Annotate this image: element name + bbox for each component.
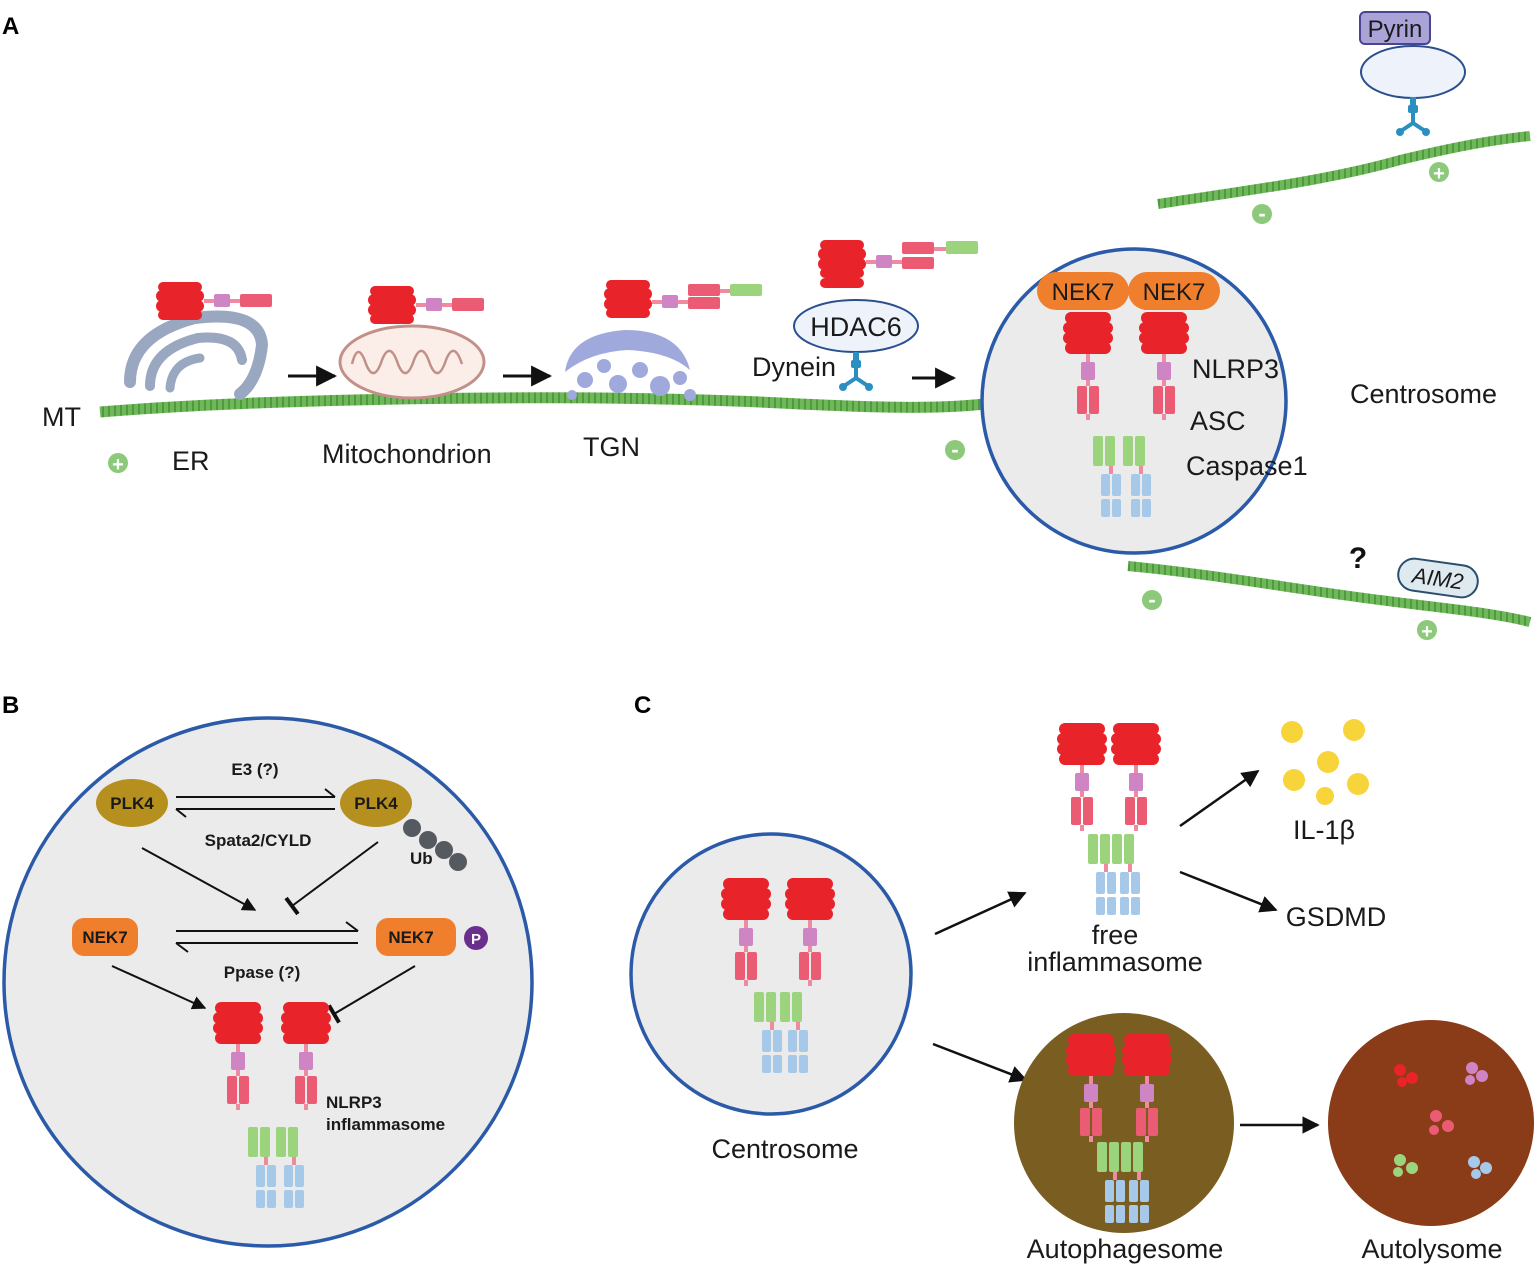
plus-sign-lower: + bbox=[1421, 621, 1433, 643]
free-label-1: free bbox=[1092, 920, 1139, 950]
nek7-label-left: NEK7 bbox=[1052, 279, 1115, 306]
mitochondrion-icon bbox=[338, 324, 486, 400]
panel-label-b: B bbox=[2, 692, 19, 719]
il1b-icon bbox=[1281, 719, 1369, 805]
er-label: ER bbox=[172, 446, 210, 476]
er-icon bbox=[124, 310, 269, 400]
nek7-badge-right bbox=[1128, 272, 1220, 310]
arrow-to-gsdmd bbox=[1179, 870, 1278, 913]
nlrp3-label: NLRP3 bbox=[1192, 354, 1279, 384]
nlrp3-tgn-icon bbox=[604, 280, 762, 318]
il1b-label: IL-1β bbox=[1293, 815, 1355, 845]
e3-label: E3 (?) bbox=[231, 760, 278, 779]
nlrp3-mito-icon bbox=[368, 286, 484, 324]
plus-end-icon-upper bbox=[1429, 162, 1449, 182]
nlrp3-hdac6-icon bbox=[818, 240, 978, 288]
minus-sign: - bbox=[951, 437, 958, 462]
nlrp3-er-icon bbox=[156, 282, 272, 320]
ub-label: Ub bbox=[410, 849, 433, 868]
inhibit-ub-plk4 bbox=[284, 841, 379, 916]
nlrp3-b-label-1: NLRP3 bbox=[326, 1093, 382, 1112]
plus-sign: + bbox=[112, 454, 124, 476]
nek7-badge-b-left bbox=[72, 918, 138, 956]
plk4-badge-left bbox=[96, 779, 168, 827]
centrosome-c-label: Centrosome bbox=[711, 1134, 858, 1164]
aim2-question-mark: ? bbox=[1349, 542, 1367, 575]
arrow-nek7-to-nlrp3 bbox=[111, 965, 207, 1010]
mitochondrion-label: Mitochondrion bbox=[322, 439, 492, 469]
minus-end-icon bbox=[945, 440, 965, 460]
minus-end-icon-upper bbox=[1252, 204, 1272, 224]
microtubule-upper bbox=[1157, 131, 1531, 209]
nek7-b-label-left: NEK7 bbox=[82, 928, 127, 947]
caspase1-label: Caspase1 bbox=[1186, 451, 1308, 481]
arrow-plk4-to-nek7 bbox=[141, 847, 257, 911]
tgn-icon bbox=[565, 330, 696, 401]
nek7-badge-left bbox=[1037, 272, 1129, 310]
autolysome-label: Autolysome bbox=[1361, 1234, 1502, 1264]
panel-c-centrosome-circle bbox=[629, 832, 913, 1116]
free-label-2: inflammasome bbox=[1027, 947, 1203, 977]
microtubule-main bbox=[99, 392, 986, 418]
hdac6-label: HDAC6 bbox=[810, 312, 902, 342]
aim2-badge bbox=[1397, 557, 1479, 599]
nek7-label-right: NEK7 bbox=[1143, 279, 1206, 306]
ubiquitin-chain-icon bbox=[403, 819, 467, 871]
nek7-badge-b-right bbox=[376, 918, 456, 956]
autophagesome-label: Autophagesome bbox=[1027, 1234, 1224, 1264]
asc-label: ASC bbox=[1190, 406, 1246, 436]
free-nlrp3-left bbox=[1057, 723, 1107, 831]
autolysosome-circle bbox=[1328, 1020, 1534, 1226]
spata2-label: Spata2/CYLD bbox=[205, 831, 312, 850]
plus-end-icon bbox=[108, 453, 128, 473]
mt-label: MT bbox=[42, 402, 81, 432]
centrosome-label: Centrosome bbox=[1350, 379, 1497, 409]
microtubule-lower bbox=[1127, 561, 1532, 627]
panel-b-centrosome-circle bbox=[2, 716, 534, 1248]
plk4-label-right: PLK4 bbox=[354, 794, 398, 813]
nlrp3-b-label-2: inflammasome bbox=[326, 1115, 445, 1134]
nek7-b-label-right: NEK7 bbox=[388, 928, 433, 947]
minus-end-icon-lower bbox=[1142, 590, 1162, 610]
gsdmd-label: GSDMD bbox=[1286, 902, 1387, 932]
plus-sign-upper: + bbox=[1433, 163, 1445, 185]
phospho-label: P bbox=[471, 931, 481, 948]
minus-sign-upper: - bbox=[1258, 201, 1265, 226]
panel-label-a: A bbox=[2, 13, 19, 40]
free-caspase1-left bbox=[1088, 834, 1116, 915]
pyrin-label: Pyrin bbox=[1368, 16, 1423, 43]
plus-end-icon-lower bbox=[1417, 620, 1437, 640]
plk4-badge-right bbox=[340, 779, 412, 827]
plk4-label-left: PLK4 bbox=[110, 794, 154, 813]
arrow-to-il1b bbox=[1179, 769, 1260, 828]
free-nlrp3-right bbox=[1111, 723, 1161, 831]
ppase-label: Ppase (?) bbox=[224, 963, 301, 982]
pyrin-badge bbox=[1359, 11, 1431, 45]
dynein-motor-icon bbox=[837, 350, 875, 393]
arrow-to-autophagosome bbox=[932, 1042, 1028, 1083]
minus-sign-lower: - bbox=[1148, 587, 1155, 612]
phospho-icon bbox=[464, 926, 488, 950]
centrosome-circle bbox=[980, 247, 1288, 555]
inhibit-pnek7-nlrp3 bbox=[327, 965, 416, 1024]
pyrin-dynein-icon bbox=[1394, 95, 1432, 138]
arrow-to-free bbox=[934, 891, 1027, 936]
free-caspase1-right bbox=[1112, 834, 1140, 915]
panel-label-c: C bbox=[634, 692, 651, 719]
tgn-label: TGN bbox=[583, 432, 640, 462]
pyrin-vesicle bbox=[1360, 45, 1466, 99]
dynein-label: Dynein bbox=[752, 352, 836, 382]
degraded-fragments-icon bbox=[1393, 1062, 1492, 1179]
